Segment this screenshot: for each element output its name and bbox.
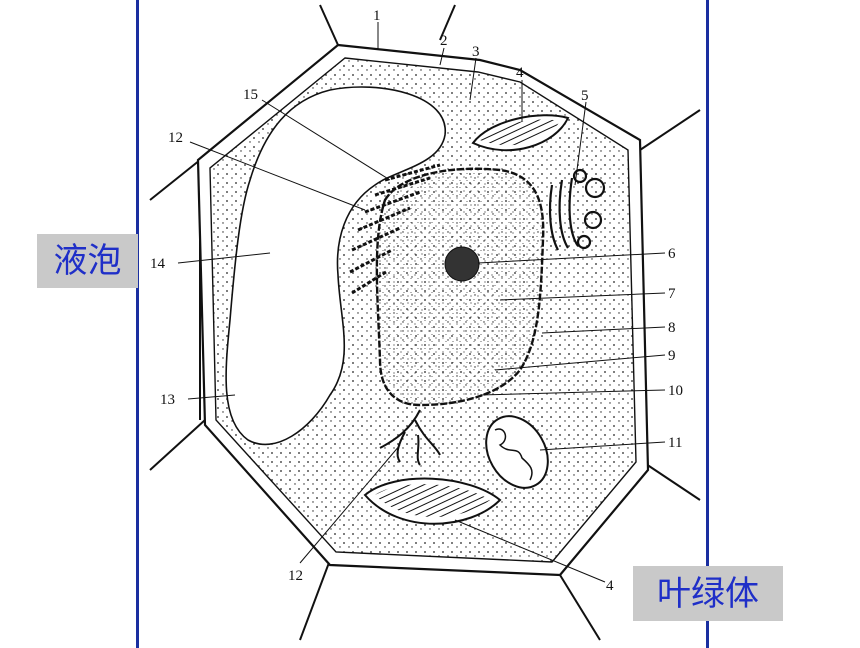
label-6: 6 (668, 246, 676, 262)
label-1: 1 (373, 8, 381, 24)
vacuole-callout: 液泡 (37, 234, 138, 288)
leader-lines (177, 22, 666, 583)
label-4a: 4 (516, 65, 524, 81)
number-labels: 1 2 3 4 5 15 12 14 6 7 8 9 13 10 11 12 4 (150, 8, 683, 594)
label-2: 2 (440, 33, 448, 49)
label-5: 5 (581, 88, 589, 104)
chloroplast-top (471, 114, 570, 152)
label-7: 7 (668, 286, 676, 302)
label-11: 11 (668, 435, 682, 451)
vacuole (225, 86, 446, 446)
label-12b: 12 (288, 568, 303, 584)
label-15: 15 (243, 87, 258, 103)
nucleus (375, 167, 545, 407)
endoplasmic-reticulum (349, 163, 441, 295)
er-branches (379, 409, 441, 466)
golgi-apparatus (548, 168, 606, 251)
label-14: 14 (150, 256, 166, 272)
chloroplast-bottom (363, 477, 502, 525)
label-13: 13 (160, 392, 175, 408)
label-9: 9 (668, 348, 676, 364)
nucleolus (444, 246, 480, 282)
label-8: 8 (668, 320, 676, 336)
label-10: 10 (668, 383, 683, 399)
label-12a: 12 (168, 130, 183, 146)
label-4b: 4 (606, 578, 614, 594)
mitochondrion (485, 415, 549, 489)
label-3: 3 (472, 44, 480, 60)
chloroplast-callout: 叶绿体 (633, 566, 783, 621)
